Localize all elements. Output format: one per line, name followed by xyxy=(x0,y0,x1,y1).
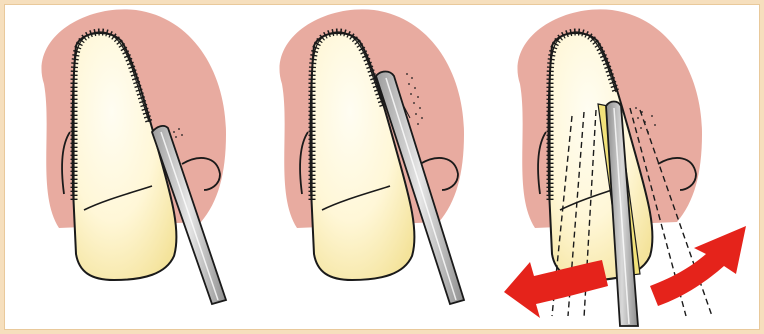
panel-3 xyxy=(504,9,746,326)
rotation-arrow-left xyxy=(504,260,608,318)
figure-frame xyxy=(4,4,760,330)
panel-2 xyxy=(279,9,464,304)
panel-1 xyxy=(41,9,226,304)
dental-extraction-figure xyxy=(4,4,760,330)
